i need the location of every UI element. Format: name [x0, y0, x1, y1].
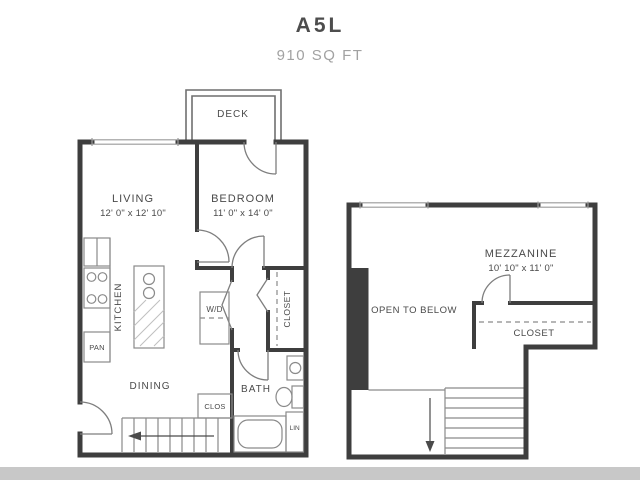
stairs-down-arrow — [425, 441, 435, 452]
living-window — [91, 138, 179, 146]
toilet-icon — [275, 385, 305, 409]
bath-door-arc — [237, 349, 269, 381]
bedroom-door-arc — [196, 229, 230, 263]
hall-door-arc — [231, 235, 265, 269]
stove-icon — [83, 267, 111, 309]
open-to-below-label: OPEN TO BELOW — [371, 305, 457, 316]
main-interior-walls — [195, 140, 308, 457]
stairs-main — [121, 417, 232, 452]
bath-label: BATH — [241, 384, 271, 395]
laundry-bifold-door — [221, 279, 233, 331]
bathtub-icon — [233, 415, 287, 453]
bath-sink-icon — [286, 355, 305, 381]
plan-square-footage: 910 SQ FT — [277, 47, 364, 64]
closet-bifold-door — [256, 277, 269, 313]
mezzanine-closet-door-arc — [481, 274, 511, 304]
main-outer-walls — [77, 139, 309, 458]
washer-dryer-unit: W/D — [199, 291, 230, 345]
mezzanine-label: MEZZANINE — [485, 248, 558, 260]
deck-label: DECK — [217, 109, 249, 120]
kitchen-island — [133, 265, 165, 349]
linen-label: LIN — [290, 425, 300, 432]
plan-title: A5L — [296, 14, 345, 37]
kitchen-label: KITCHEN — [113, 283, 124, 332]
bedroom-label: BEDROOM — [211, 193, 275, 205]
bath-fixtures: LIN — [233, 355, 305, 453]
pantry-box — [83, 331, 111, 363]
kitchen-fixtures — [83, 237, 165, 363]
closet-label: CLOSET — [282, 290, 292, 327]
entry-door-arc — [79, 401, 113, 435]
mezzanine-interior-walls — [472, 301, 597, 349]
stairs-mezzanine — [368, 387, 524, 454]
living-label: LIVING — [112, 193, 154, 205]
mezzanine-closet-label: CLOSET — [513, 328, 554, 339]
clos-closet: CLOS — [197, 393, 233, 419]
stairs-direction-arrow — [128, 431, 141, 441]
dining-label: DINING — [130, 381, 171, 392]
deck-door-arc — [243, 141, 277, 175]
open-to-below-wall — [351, 268, 369, 390]
mezzanine-outer-walls — [346, 202, 598, 460]
bedroom-closet: CLOSET — [276, 272, 292, 346]
mezzanine-floor-plan: MEZZANINE 10' 10" x 11' 0" OPEN TO BELOW… — [346, 201, 598, 460]
island-sink-icon — [142, 272, 156, 286]
clos-label: CLOS — [204, 402, 225, 411]
mezzanine-windows — [359, 201, 589, 209]
pantry-label: PAN — [89, 343, 104, 352]
bedroom-dimensions: 11' 0" x 14' 0" — [213, 208, 273, 219]
deck-outline — [185, 89, 282, 141]
living-dimensions: 12' 0" x 12' 10" — [100, 208, 166, 219]
door-swings — [79, 141, 277, 435]
main-floor-plan: W/D CLOSET LIN — [77, 89, 309, 458]
mezzanine-dimensions: 10' 10" x 11' 0" — [488, 263, 553, 274]
fridge-icon — [83, 237, 111, 267]
linen-closet: LIN — [285, 411, 305, 453]
washer-dryer-label: W/D — [206, 305, 222, 314]
bottom-bar — [0, 467, 640, 480]
